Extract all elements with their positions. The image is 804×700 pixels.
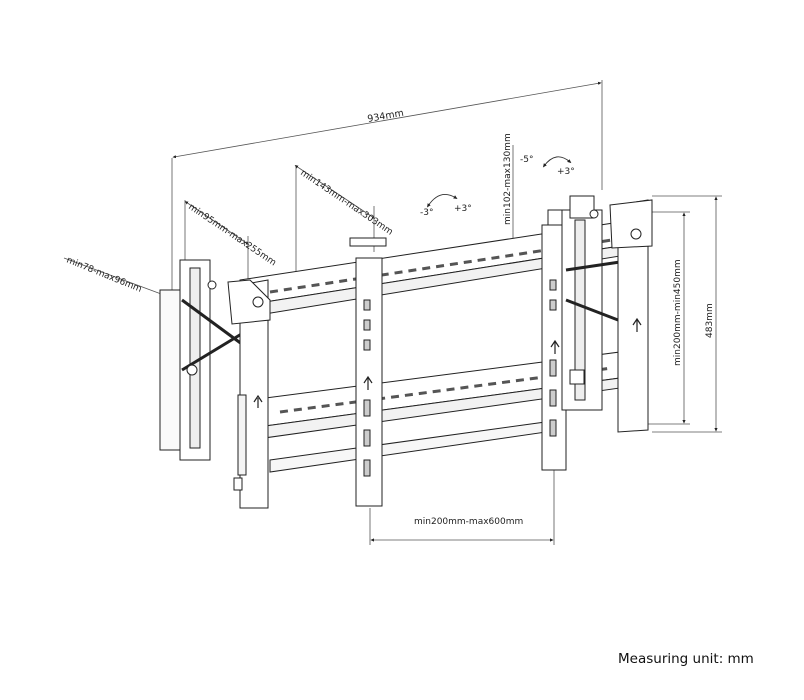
up-arrow-markers (253, 317, 642, 408)
right-wall-bracket (561, 195, 621, 411)
dimension-plate-spacing (369, 468, 555, 545)
dimension-arm-depth (184, 200, 250, 282)
tilt-right-minus-label: -5° (520, 155, 533, 165)
tilt-arrow-right (542, 156, 572, 168)
bottom-rail (249, 351, 621, 473)
right-plate (609, 199, 653, 433)
dimension-pivot-depth-label: min143mm-max303mm (298, 168, 394, 237)
tilt-left-minus-label: -3° (420, 208, 433, 218)
dimension-vertical-adjust (648, 211, 690, 425)
dimension-height-label: 483mm (705, 303, 715, 338)
center-plate (349, 237, 387, 507)
dimension-height (652, 195, 722, 433)
left-plate (227, 279, 271, 509)
measuring-unit-note: Measuring unit: mm (618, 651, 754, 667)
dimension-overall-width (171, 80, 603, 290)
dimension-arm-depth-label: min95mm-max255mm (186, 202, 277, 268)
dimension-vertical-adjust-label: min200mm-min450mm (673, 259, 683, 366)
tilt-right-plus-label: +3° (557, 167, 575, 177)
left-wall-bracket (159, 259, 251, 461)
tilt-left-plus-label: +3° (454, 204, 472, 214)
dimension-bracket-depth-label: min102-max130mm (503, 133, 513, 225)
dimension-base-depth-label: min78-max96mm (65, 256, 143, 295)
tilt-arrow-left (427, 193, 458, 208)
dimension-overall-width-label: 934mm (367, 108, 405, 125)
dimension-plate-spacing-label: min200mm-max600mm (414, 517, 523, 527)
mount-drawing (159, 195, 653, 509)
